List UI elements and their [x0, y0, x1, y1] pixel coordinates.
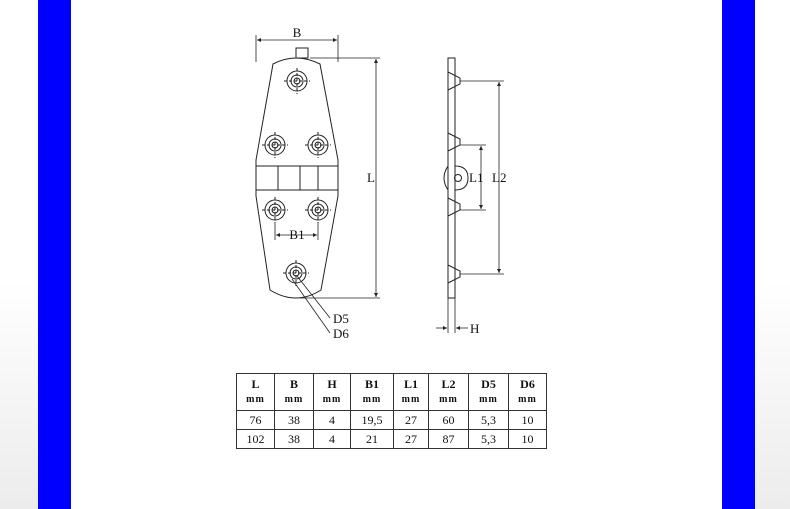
- table-cell: 4: [313, 429, 351, 449]
- label-b1: B1: [289, 227, 304, 242]
- hinge-knuckle: [255, 165, 339, 191]
- table-cell: 5,3: [468, 410, 509, 430]
- table-cell: 27: [393, 429, 429, 449]
- right-blue-bar: [722, 0, 755, 509]
- table-cell: 60: [428, 410, 469, 430]
- table-cell: 10: [508, 429, 547, 449]
- screw-hole: [284, 68, 310, 94]
- hinge-outline: [255, 57, 339, 299]
- table-cell: 21: [350, 429, 394, 449]
- table-cell: 38: [274, 410, 314, 430]
- table-cell: 10: [508, 410, 547, 430]
- table-cell: 19,5: [350, 410, 394, 430]
- label-h: H: [470, 321, 479, 336]
- label-d6: D6: [333, 326, 349, 341]
- table-row: 102 38 4 21 27 87 5,3 10: [236, 429, 547, 449]
- label-l2: L2: [492, 170, 506, 185]
- side-plate: [447, 57, 456, 299]
- table-cell: 27: [393, 410, 429, 430]
- label-b: B: [293, 25, 302, 40]
- table-cell: 38: [274, 429, 314, 449]
- screw-hole: [305, 197, 331, 223]
- screw-hole: [283, 260, 309, 286]
- screw-hole: [305, 132, 331, 158]
- label-l: L: [367, 170, 375, 185]
- table-cell: 102: [236, 429, 275, 449]
- side-dimensions: [436, 80, 504, 333]
- screw-hole: [262, 197, 288, 223]
- hinge-front-view: [255, 47, 339, 299]
- table-cell: 76: [236, 410, 275, 430]
- screw-hole: [262, 132, 288, 158]
- hinge-top-tab: [295, 47, 309, 59]
- left-blue-bar: [38, 0, 71, 509]
- d5-leader: [296, 275, 331, 319]
- hinge-side-view: [443, 57, 469, 299]
- d6-leader: [291, 278, 331, 334]
- label-d5: D5: [333, 311, 349, 326]
- table-row: 76 38 4 19,5 27 60 5,3 10: [236, 410, 547, 430]
- side-knuckle: [454, 165, 469, 191]
- table-cell: 4: [313, 410, 351, 430]
- label-l1: L1: [469, 170, 483, 185]
- screw-holes: [262, 68, 331, 286]
- table-cell: 5,3: [468, 429, 509, 449]
- front-dimensions: [255, 35, 380, 334]
- table-cell: 87: [428, 429, 469, 449]
